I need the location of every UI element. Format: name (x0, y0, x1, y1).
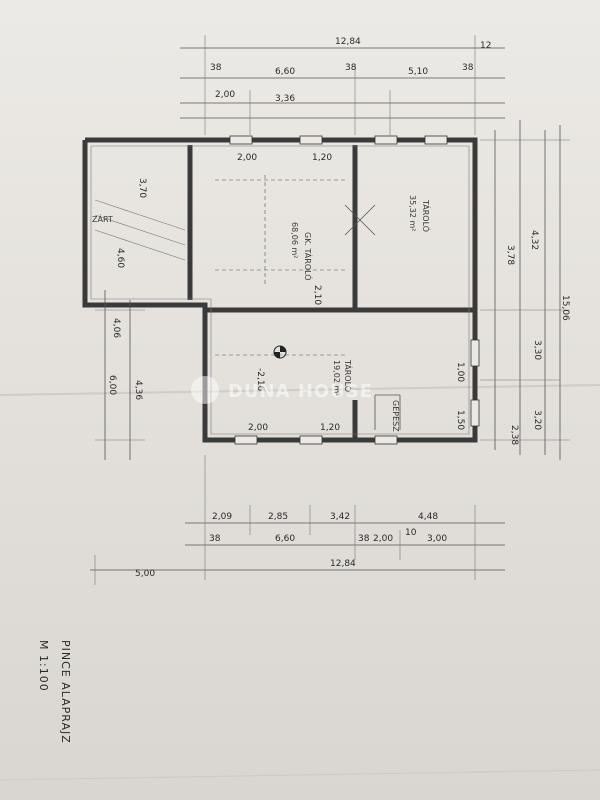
dim-top-small-left: 38 (210, 63, 222, 73)
sheet-title: PINCE ALAPRAJZ (59, 640, 72, 744)
room-store2-label: TÁROLÓ (343, 359, 354, 392)
paper-fold (0, 384, 600, 396)
window-label-bottom1: 2,00 (248, 423, 268, 433)
window-label-right1: 1,00 (455, 362, 465, 382)
room-store2-area: 19,02 m² (332, 360, 341, 396)
dim-left-4: 6,00 (107, 375, 117, 395)
dim-top-small-right: 38 (462, 63, 474, 73)
dim-top-overall: 12,84 (335, 37, 361, 47)
dim-right-1: 4,32 (529, 230, 539, 250)
dim-right-total: 15,06 (560, 295, 570, 321)
dim-bottom-mid2: 2,00 (373, 534, 393, 544)
left-dimension-lines (95, 290, 145, 460)
dim-top-end: 12 (480, 41, 491, 51)
dim-top-row2-b: 3,36 (275, 94, 295, 104)
room-closed-label: ZÁRT (92, 213, 113, 224)
dim-bottom-small2: 38 (358, 534, 370, 544)
dim-bottom-seg2: 2,85 (268, 512, 288, 522)
room-gk-label: GK. TÁROLÓ (303, 232, 314, 281)
window-label-top2: 1,20 (312, 153, 332, 163)
level-marker (273, 345, 287, 359)
right-dimension-lines (480, 120, 570, 460)
bottom-dimension-lines (90, 455, 505, 585)
dim-bottom-mid1: 6,60 (275, 534, 295, 544)
dim-top-seg1: 6,60 (275, 67, 295, 77)
hatched-room (94, 199, 186, 261)
room-store-area: 35,32 m² (408, 195, 417, 231)
top-dimension-lines (180, 35, 505, 135)
windows-bottom (234, 435, 398, 445)
dim-right-5: 2,38 (509, 425, 519, 445)
dim-bottom-left: 5,00 (135, 569, 155, 579)
dim-bottom-seg4: 4,48 (418, 512, 438, 522)
window-label-bottom2: 1,20 (320, 423, 340, 433)
dim-bottom-overall: 12,84 (330, 559, 356, 569)
door-height-label: 2,10 (312, 285, 322, 305)
dim-right-2: 3,78 (505, 245, 515, 265)
windows-right (470, 339, 480, 427)
paper-fold (0, 769, 600, 781)
dim-bottom-small3: 10 (405, 528, 417, 538)
dim-right-4: 3,20 (532, 410, 542, 430)
dim-bottom-mid3: 3,00 (427, 534, 447, 544)
room-store-label: TÁROLÓ (421, 199, 432, 232)
watermark-brand: DUNA HOUSE (228, 381, 373, 402)
dim-left-inner: 4,60 (115, 248, 125, 268)
dim-left-3: 4,06 (111, 318, 121, 338)
dim-right-3: 3,30 (532, 340, 542, 360)
windows-top (229, 135, 448, 145)
room-gk-area: 68,06 m² (290, 222, 299, 258)
level-mark-label: -2,16 (255, 368, 265, 392)
dim-bottom-small1: 38 (209, 534, 221, 544)
watermark: DUNA HOUSE (191, 376, 373, 404)
dim-left-5: 4,36 (133, 380, 143, 400)
dim-top-small-mid: 38 (345, 63, 357, 73)
dim-bottom-seg1: 2,09 (212, 512, 232, 522)
sheet-scale: M 1:100 (37, 640, 50, 692)
room-mech-label: GÉPÉSZ (391, 400, 402, 432)
dashed-guides (215, 175, 345, 356)
window-label-top1: 2,00 (237, 153, 257, 163)
building-walls (82, 137, 478, 443)
door-symbol (344, 204, 376, 236)
dim-left-top: 3,70 (137, 178, 147, 198)
window-label-right2: 1,50 (455, 410, 465, 430)
dim-bottom-seg3: 3,42 (330, 512, 350, 522)
dim-top-row2-a: 2,00 (215, 90, 235, 100)
dim-top-seg2: 5,10 (408, 67, 428, 77)
